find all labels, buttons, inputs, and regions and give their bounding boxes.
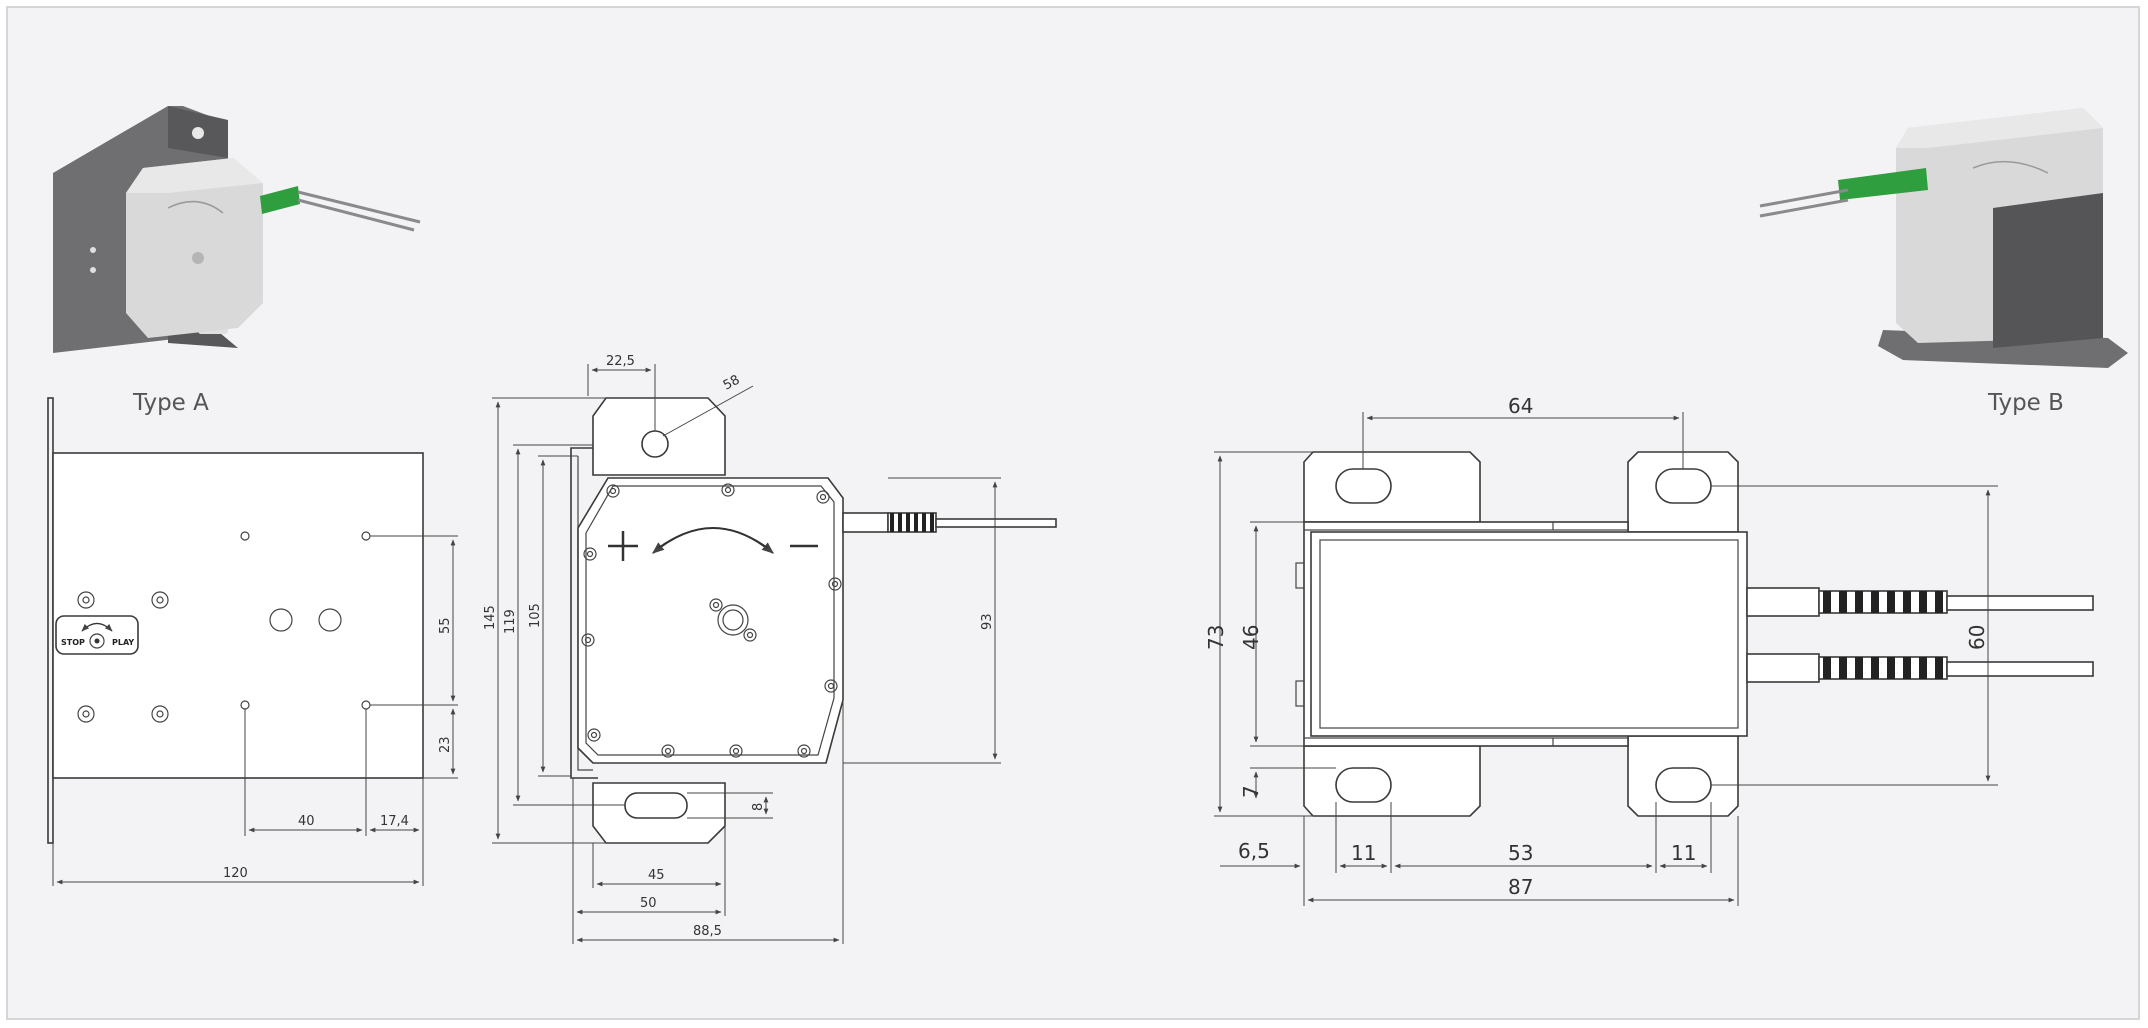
- dim-total-width: 88,5: [693, 924, 722, 939]
- shaft: [717, 604, 749, 636]
- hole: [318, 608, 342, 632]
- dim-hole-offset: 7: [1239, 785, 1263, 798]
- type-b-top-view: 64 73 46 7 60 6,5 11 53 11 87: [1204, 394, 2094, 906]
- cable-gland-ribs: [890, 513, 934, 532]
- dim-hole-width-right: 11: [1671, 841, 1696, 865]
- dim-hole-diameter: 58: [721, 373, 743, 394]
- dim-top-offset: 22,5: [606, 354, 635, 369]
- hole: [240, 531, 250, 541]
- dim-total-height: 73: [1204, 625, 1228, 650]
- type-b-slot: [1335, 468, 1392, 504]
- type-a-side-view: 22,5 58 145 119 105 93 8 45 50 88,5: [483, 354, 1057, 944]
- type-b-left-top-flange: [1303, 451, 1481, 523]
- dim-hole-spacing: 40: [298, 814, 315, 829]
- type-a-front-view: STOP PLAY 55 23 40 17,4 120: [47, 397, 458, 886]
- dim-inner-height: 46: [1239, 625, 1263, 650]
- dim-hole-spacing-top: 64: [1508, 394, 1533, 418]
- dim-height-105: 105: [528, 603, 543, 628]
- type-a-product-illustration: [53, 106, 421, 353]
- type-b-slot: [1655, 468, 1712, 504]
- type-b-slot: [1655, 767, 1712, 803]
- green-connector-icon: [260, 186, 300, 214]
- double-arrow-icon: [81, 622, 113, 632]
- dim-center-span: 53: [1508, 841, 1533, 865]
- type-b-label: Type B: [1987, 390, 2064, 416]
- dim-width-50: 50: [640, 896, 657, 911]
- stop-play-dial-icon: [89, 633, 105, 649]
- type-b-bracket: [1993, 193, 2103, 348]
- dim-hole-width-left: 11: [1351, 841, 1376, 865]
- dim-edge-offset: 17,4: [380, 814, 409, 829]
- cable: [1759, 188, 1849, 208]
- side-housing-outer: [577, 477, 844, 764]
- technical-drawing: Type A Type B STOP PLAY 55 23: [47, 106, 2128, 944]
- type-a-housing: [126, 158, 263, 338]
- bracket-hole: [192, 127, 204, 139]
- cable-gland: [842, 512, 889, 533]
- drawing-frame: Type A Type B STOP PLAY 55 23: [6, 6, 2140, 1020]
- side-slot: [624, 792, 688, 819]
- dim-cable-height: 93: [980, 613, 995, 630]
- type-b-left-bottom-flange: [1303, 745, 1481, 817]
- dim-right-height: 60: [1965, 625, 1989, 650]
- cable: [297, 190, 421, 224]
- dim-total-height: 145: [483, 605, 498, 630]
- dim-vertical-spacing: 55: [438, 617, 453, 634]
- screws: [581, 483, 842, 758]
- stop-label: STOP: [61, 638, 85, 647]
- type-b-cable-lower: [1746, 653, 2094, 683]
- hole: [269, 608, 293, 632]
- dim-bottom-offset: 23: [438, 736, 453, 753]
- type-b-slot: [1335, 767, 1392, 803]
- side-bracket: [570, 447, 598, 779]
- green-connector-icon: [1838, 168, 1928, 200]
- dim-slot-height: 8: [751, 803, 766, 811]
- dim-total-width: 87: [1508, 875, 1533, 899]
- type-a-label: Type A: [132, 390, 209, 416]
- type-b-housing-top: [1310, 531, 1748, 737]
- rotation-arrow-icon: [1972, 160, 2049, 174]
- stop-play-badge: [55, 615, 139, 655]
- type-b-cable-upper: [1746, 587, 2094, 617]
- dim-height-119: 119: [503, 609, 518, 634]
- dim-left-offset: 6,5: [1238, 839, 1270, 863]
- play-label: PLAY: [112, 638, 134, 647]
- rotation-arrow-icon: [167, 200, 224, 214]
- dim-width: 120: [223, 866, 248, 881]
- dim-width-45: 45: [648, 868, 665, 883]
- type-b-product-illustration: [1759, 108, 2128, 368]
- side-cable: [935, 518, 1057, 528]
